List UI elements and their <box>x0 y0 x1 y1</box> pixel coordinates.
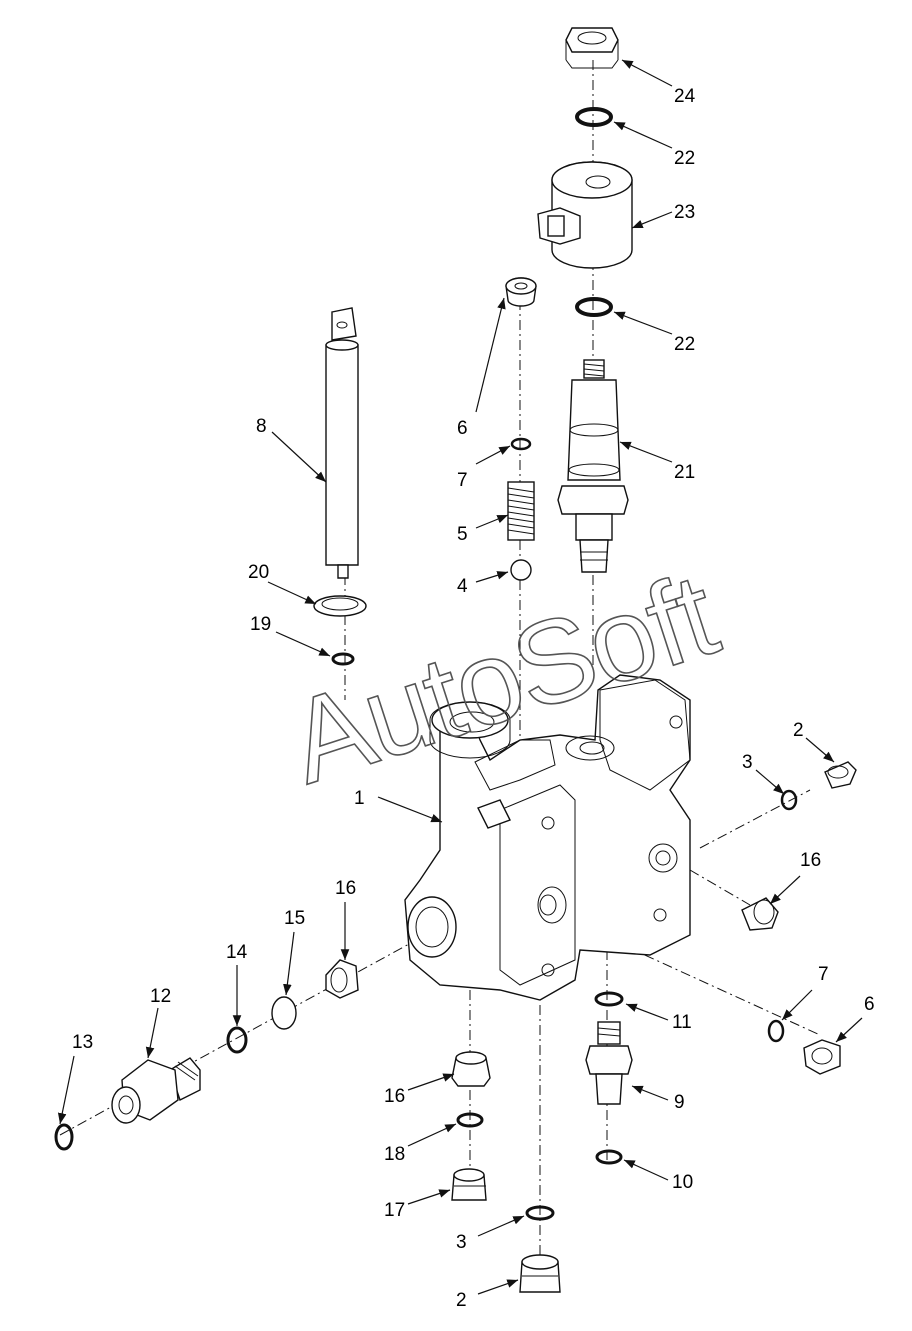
callout-3: 3 <box>456 1232 467 1253</box>
callout-11: 11 <box>672 1012 692 1033</box>
callout-7: 7 <box>818 964 829 985</box>
washer-15 <box>271 996 297 1030</box>
callout-16: 16 <box>800 850 821 871</box>
plug-16-bottom <box>451 1051 491 1087</box>
plug-2-bottom <box>519 1254 561 1293</box>
callout-2: 2 <box>456 1290 467 1311</box>
ball-4 <box>510 559 532 581</box>
plug-2-right <box>824 761 857 789</box>
callout-21: 21 <box>674 462 695 483</box>
fitting-9 <box>585 1021 633 1105</box>
callout-15: 15 <box>284 908 305 929</box>
callout-5: 5 <box>457 524 468 545</box>
callout-19: 19 <box>250 614 271 635</box>
callout-22: 22 <box>674 334 695 355</box>
callout-20: 20 <box>248 562 269 583</box>
callout-22: 22 <box>674 148 695 169</box>
callout-labels: 24 22 23 22 8 6 7 21 5 4 20 19 2 3 1 16 … <box>72 86 875 1311</box>
o-ring-3-bottom <box>525 1205 555 1221</box>
valve-body-1 <box>404 674 691 1001</box>
callout-17: 17 <box>384 1200 405 1221</box>
callout-7: 7 <box>457 470 468 491</box>
o-ring-19 <box>331 652 355 666</box>
callout-24: 24 <box>674 86 696 107</box>
callout-8: 8 <box>256 416 267 437</box>
o-ring-14 <box>226 1026 248 1054</box>
plug-6-top <box>505 277 537 307</box>
o-ring-7-top <box>510 437 532 451</box>
callout-6: 6 <box>457 418 468 439</box>
callout-10: 10 <box>672 1172 693 1193</box>
plug-17 <box>451 1168 487 1201</box>
callout-13: 13 <box>72 1032 93 1053</box>
fitting-12 <box>111 1057 201 1124</box>
leader-arrows <box>57 59 863 1295</box>
o-ring-7-right <box>767 1019 785 1043</box>
plug-16-right <box>741 897 779 931</box>
spool-8 <box>325 307 359 579</box>
o-ring-3-right <box>780 789 798 811</box>
callout-18: 18 <box>384 1144 405 1165</box>
spring-5 <box>507 481 535 541</box>
callout-6: 6 <box>864 994 875 1015</box>
plug-16-left <box>325 959 359 999</box>
o-ring-13 <box>54 1123 74 1151</box>
callout-9: 9 <box>674 1092 685 1113</box>
o-ring-22-top <box>575 107 613 127</box>
o-ring-10 <box>595 1149 623 1165</box>
callout-14: 14 <box>226 942 248 963</box>
callout-23: 23 <box>674 202 695 223</box>
cartridge-valve-21 <box>557 359 629 573</box>
nut-24 <box>565 27 619 69</box>
callout-16: 16 <box>335 878 356 899</box>
callout-16: 16 <box>384 1086 405 1107</box>
callout-4: 4 <box>457 576 468 597</box>
callout-1: 1 <box>354 788 365 809</box>
callout-2: 2 <box>793 720 804 741</box>
plug-6-right <box>803 1039 841 1075</box>
callout-3: 3 <box>742 752 753 773</box>
washer-20 <box>313 595 367 617</box>
solenoid-coil-23 <box>537 161 633 269</box>
o-ring-18 <box>456 1112 484 1128</box>
callout-12: 12 <box>150 986 171 1007</box>
o-ring-22-bottom <box>575 297 613 317</box>
o-ring-11 <box>594 991 624 1007</box>
